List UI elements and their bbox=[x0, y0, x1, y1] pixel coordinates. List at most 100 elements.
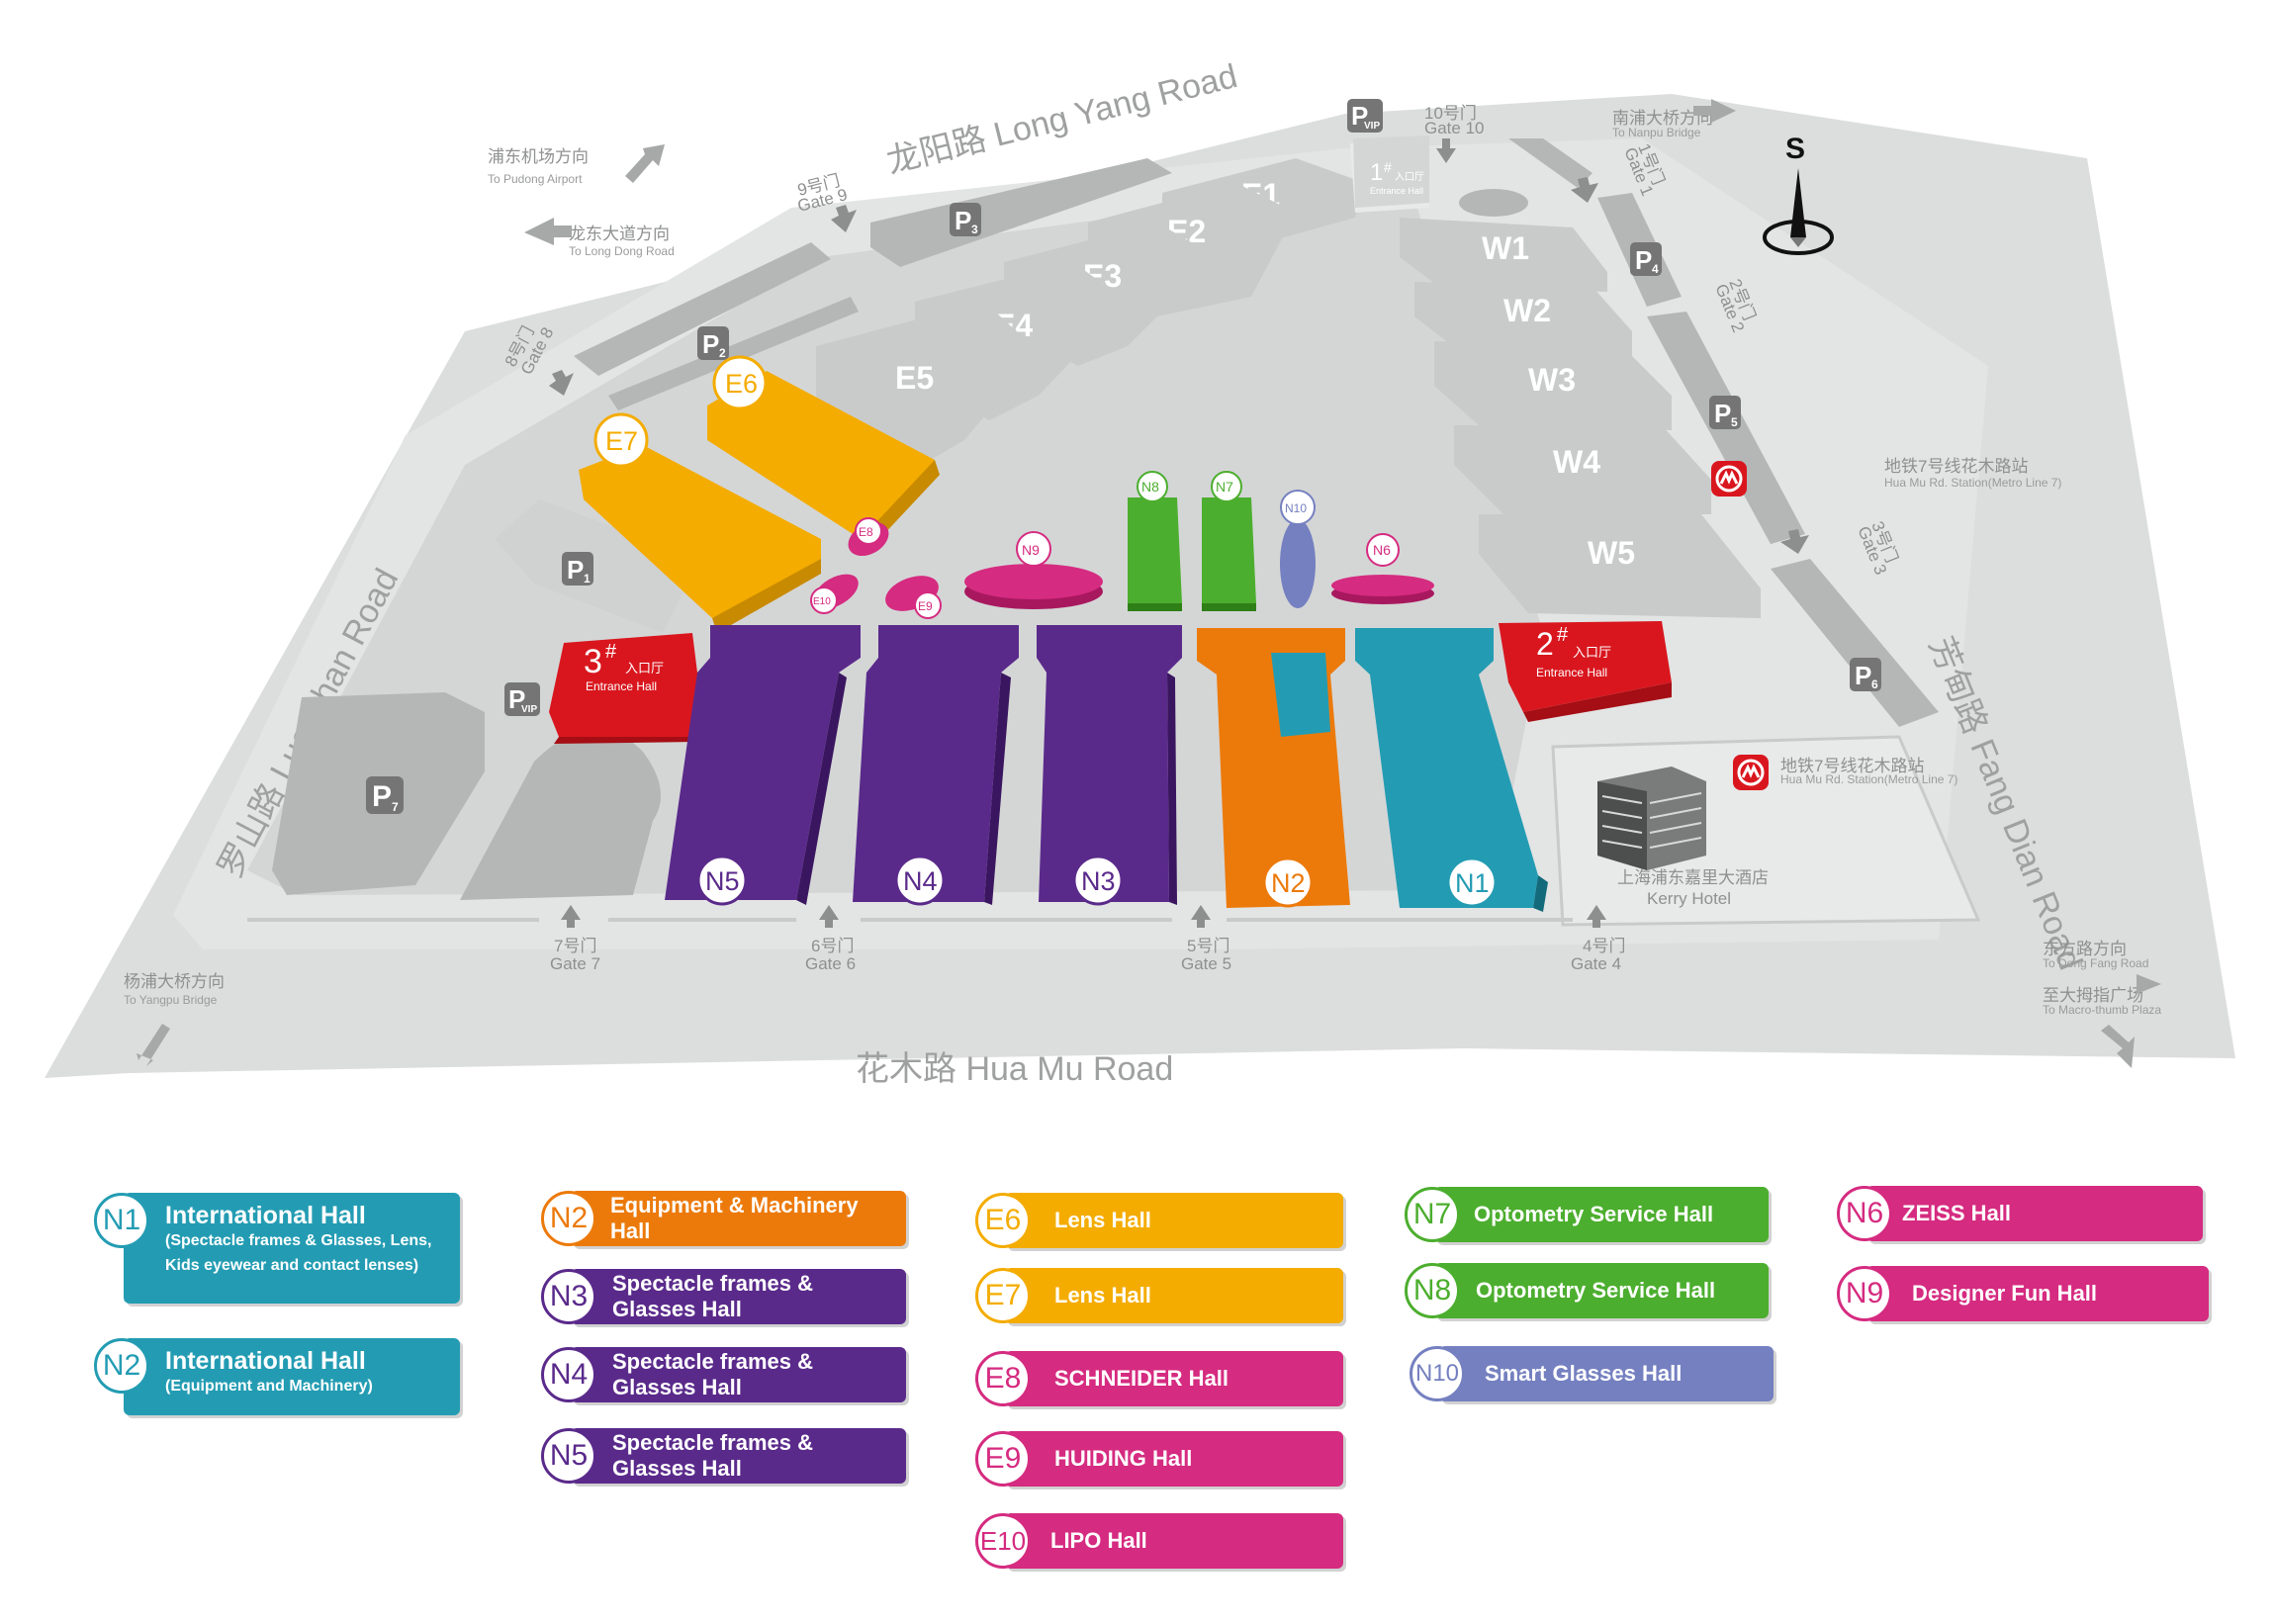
svg-text:W3: W3 bbox=[1528, 362, 1576, 398]
hall-N2[interactable]: N2 bbox=[1197, 628, 1350, 908]
hall-W3[interactable]: W3 bbox=[1434, 341, 1672, 430]
legend-bar bbox=[1005, 1431, 1343, 1487]
legend-item-N8[interactable]: N8 Optometry Service Hall bbox=[1405, 1263, 1769, 1318]
legend-item-E10[interactable]: E10 LIPO Hall bbox=[975, 1513, 1343, 1569]
legend-item-N4[interactable]: N4 Spectacle frames &Glasses Hall bbox=[541, 1347, 906, 1402]
legend-item-N3[interactable]: N3 Spectacle frames &Glasses Hall bbox=[541, 1269, 906, 1324]
entrance-hall-2[interactable]: 2 # 入口厅 Entrance Hall bbox=[1499, 621, 1672, 722]
round-building bbox=[460, 729, 661, 900]
svg-text:To Macro-thumb Plaza: To Macro-thumb Plaza bbox=[2043, 1003, 2161, 1017]
svg-text:To Long Dong Road: To Long Dong Road bbox=[569, 244, 675, 258]
entrance-hall-1[interactable]: 1 # 入口厅 Entrance Hall bbox=[1353, 135, 1429, 208]
legend-item-N10[interactable]: N10 Smart Glasses Hall bbox=[1410, 1346, 1774, 1401]
hall-N8[interactable]: N8 bbox=[1128, 471, 1182, 611]
hall-W4[interactable]: W4 bbox=[1454, 425, 1711, 514]
hall-E7[interactable]: E7 bbox=[579, 412, 821, 633]
hall-N6[interactable]: N6 bbox=[1331, 533, 1434, 604]
gate-6-en: Gate 6 bbox=[805, 954, 856, 973]
legend-item-E8[interactable]: E8 SCHNEIDER Hall bbox=[975, 1351, 1343, 1406]
entrance-hall-3[interactable]: 3 # 入口厅 Entrance Hall bbox=[549, 633, 704, 744]
svg-text:7号门: 7号门 bbox=[554, 937, 596, 955]
svg-text:To Dong Fang Road: To Dong Fang Road bbox=[2043, 956, 2148, 970]
legend-label: Lens Hall bbox=[1054, 1208, 1151, 1232]
svg-text:5: 5 bbox=[1731, 415, 1738, 429]
svg-text:W5: W5 bbox=[1588, 535, 1635, 571]
legend-label: Spectacle frames &Glasses Hall bbox=[612, 1430, 813, 1481]
metro-top-cn: 地铁7号线花木路站 bbox=[1884, 457, 2028, 476]
legend-bar bbox=[1439, 1346, 1774, 1401]
hall-E9[interactable]: E9 bbox=[880, 569, 944, 619]
hall-N3[interactable]: N3 bbox=[1037, 625, 1182, 906]
hall-N5[interactable]: N5 bbox=[665, 625, 861, 906]
svg-text:Kerry Hotel: Kerry Hotel bbox=[1647, 889, 1731, 908]
legend-bar bbox=[1005, 1268, 1343, 1323]
legend-item-E9[interactable]: E9 HUIDING Hall bbox=[975, 1431, 1343, 1487]
hall-E10[interactable]: E10 bbox=[807, 567, 864, 615]
hall-N10[interactable]: N10 bbox=[1280, 490, 1316, 608]
legend-badge: E8 bbox=[975, 1351, 1031, 1406]
svg-text:N9: N9 bbox=[1022, 542, 1040, 558]
hall-W2[interactable]: W2 bbox=[1414, 282, 1632, 356]
legend-label: Optometry Service Hall bbox=[1474, 1202, 1714, 1226]
legend-item-E6[interactable]: E6 Lens Hall bbox=[975, 1193, 1343, 1248]
legend-badge: N6 bbox=[1837, 1186, 1892, 1241]
direction-arrow-icons bbox=[136, 99, 2161, 1068]
svg-text:Entrance Hall: Entrance Hall bbox=[1536, 666, 1607, 679]
gate-10-en: Gate 10 bbox=[1424, 119, 1485, 137]
hall-W5[interactable]: W5 bbox=[1479, 514, 1761, 618]
legend-label: International Hall (Spectacle frames & G… bbox=[165, 1202, 432, 1274]
legend-item-N5[interactable]: N5 Spectacle frames &Glasses Hall bbox=[541, 1428, 906, 1484]
svg-text:P: P bbox=[702, 329, 719, 359]
dir-pudong-cn: 浦东机场方向 bbox=[488, 147, 589, 166]
hall-E8[interactable]: E8 bbox=[842, 515, 894, 563]
svg-text:P: P bbox=[955, 206, 971, 235]
hall-N9[interactable]: N9 bbox=[964, 531, 1103, 609]
dir-pudong-en: To Pudong Airport bbox=[488, 172, 583, 186]
hall-N1[interactable]: N1 bbox=[1355, 628, 1548, 912]
svg-text:To Yangpu Bridge: To Yangpu Bridge bbox=[124, 993, 218, 1007]
svg-text:花木路 Hua Mu Road: 花木路 Hua Mu Road bbox=[856, 1050, 1173, 1088]
metro-station-icon-2 bbox=[1733, 755, 1769, 790]
svg-text:P: P bbox=[508, 684, 525, 714]
legend-item-E7[interactable]: E7 Lens Hall bbox=[975, 1268, 1343, 1323]
hall-N4[interactable]: N4 bbox=[853, 625, 1019, 906]
legend-item-N1[interactable]: N1 International Hall (Spectacle frames … bbox=[94, 1193, 460, 1304]
hall-W1[interactable]: W1 bbox=[1400, 218, 1607, 292]
legend-item-N2-international[interactable]: N2 International Hall (Equipment and Mac… bbox=[94, 1338, 460, 1415]
svg-text:S: S bbox=[1785, 133, 1805, 165]
legend-badge: N5 bbox=[541, 1428, 596, 1484]
parking-area-p6 bbox=[1771, 559, 1939, 727]
legend-bar bbox=[571, 1269, 906, 1324]
dir-thumb-en: To Macro-thumb Plaza bbox=[2043, 1003, 2161, 1017]
svg-text:E9: E9 bbox=[918, 599, 933, 613]
hall-N7[interactable]: N7 bbox=[1202, 471, 1256, 611]
svg-text:P: P bbox=[1351, 101, 1368, 131]
svg-text:N10: N10 bbox=[1285, 501, 1307, 515]
svg-text:P: P bbox=[372, 780, 392, 813]
svg-text:6: 6 bbox=[1871, 677, 1878, 691]
legend-badge: E9 bbox=[975, 1431, 1031, 1487]
svg-text:N1: N1 bbox=[1455, 868, 1490, 898]
legend-item-N9[interactable]: N9 Designer Fun Hall bbox=[1837, 1266, 2209, 1321]
svg-text:Gate 7: Gate 7 bbox=[550, 954, 600, 973]
legend-item-N6[interactable]: N6 ZEISS Hall bbox=[1837, 1186, 2203, 1241]
metro-bottom-cn: 地铁7号线花木路站 bbox=[1780, 757, 1924, 775]
gate-7-cn: 7号门 bbox=[554, 937, 596, 955]
legend-badge: N9 bbox=[1837, 1266, 1892, 1321]
legend-bar bbox=[1866, 1266, 2209, 1321]
svg-text:10号门: 10号门 bbox=[1424, 104, 1477, 123]
svg-text:入口厅: 入口厅 bbox=[1573, 645, 1611, 660]
legend-badge: N4 bbox=[541, 1347, 596, 1402]
svg-text:浦东机场方向: 浦东机场方向 bbox=[488, 147, 589, 166]
legend-item-N7[interactable]: N7 Optometry Service Hall bbox=[1405, 1187, 1769, 1242]
svg-text:W2: W2 bbox=[1503, 293, 1551, 328]
svg-text:VIP: VIP bbox=[1364, 121, 1380, 132]
legend-label: SCHNEIDER Hall bbox=[1054, 1366, 1229, 1391]
dir-longdong-en: To Long Dong Road bbox=[569, 244, 675, 258]
svg-text:杨浦大桥方向: 杨浦大桥方向 bbox=[124, 972, 225, 991]
svg-text:3: 3 bbox=[584, 643, 602, 680]
